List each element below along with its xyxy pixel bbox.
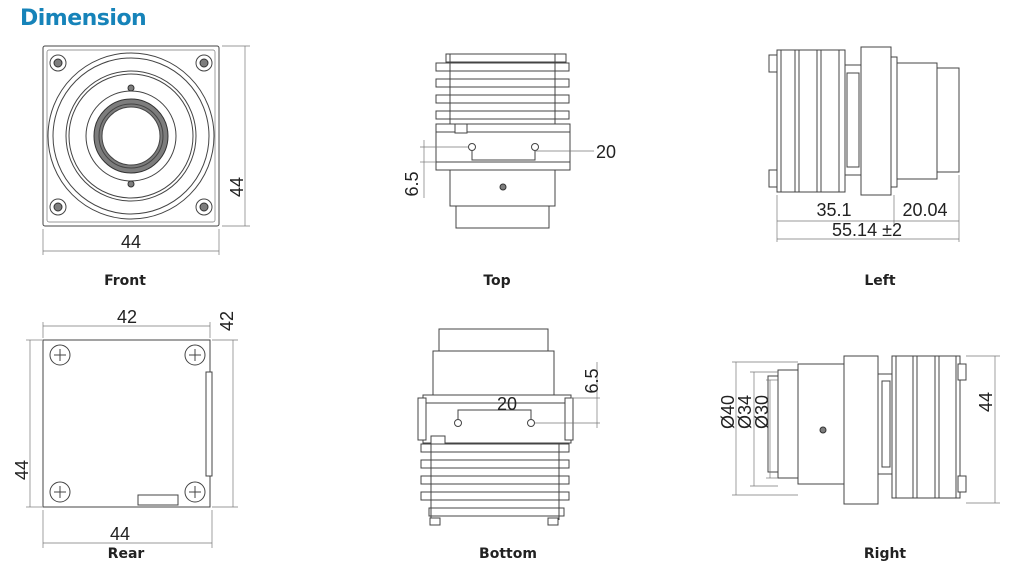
top-view: 20 6.5 Top bbox=[402, 53, 616, 289]
front-caption: Front bbox=[104, 273, 146, 289]
front-lens-glass bbox=[101, 106, 161, 166]
front-screws bbox=[49, 54, 213, 216]
left-view: 35.1 20.04 55.14 ±2 Left bbox=[768, 46, 960, 289]
rear-inner-height-label: 42 bbox=[217, 311, 237, 331]
left-lens-label: 20.04 bbox=[902, 200, 947, 220]
bottom-caption: Bottom bbox=[479, 546, 537, 562]
rear-caption: Rear bbox=[108, 546, 145, 562]
right-lens bbox=[777, 369, 799, 479]
left-lens bbox=[896, 62, 938, 180]
right-d30-label: Ø30 bbox=[752, 395, 772, 429]
top-caption: Top bbox=[483, 273, 510, 289]
right-heatsink bbox=[891, 355, 961, 499]
left-total-label: 55.14 ±2 bbox=[832, 220, 902, 240]
right-height-label: 44 bbox=[976, 392, 996, 412]
bottom-spacing-label: 20 bbox=[497, 394, 517, 414]
top-spacing-label: 20 bbox=[596, 142, 616, 162]
rear-screws bbox=[49, 344, 206, 503]
front-view: 44 44 Front bbox=[42, 45, 250, 289]
left-caption: Left bbox=[864, 273, 896, 289]
right-view: Ø40 Ø34 Ø30 44 Right bbox=[718, 355, 1000, 562]
left-heatsink bbox=[776, 49, 846, 193]
right-d34-label: Ø34 bbox=[735, 395, 755, 429]
rear-width-label: 44 bbox=[110, 524, 130, 544]
page-title: Dimension bbox=[20, 6, 147, 31]
bottom-view: 20 6.5 Bottom bbox=[417, 328, 602, 562]
rear-height-label: 44 bbox=[12, 460, 32, 480]
right-d40-label: Ø40 bbox=[718, 395, 738, 429]
left-body-label: 35.1 bbox=[816, 200, 851, 220]
front-height-label: 44 bbox=[227, 177, 247, 197]
front-width-label: 44 bbox=[121, 232, 141, 252]
top-offset-label: 6.5 bbox=[402, 171, 422, 196]
bottom-lens-barrel bbox=[432, 350, 555, 396]
right-body bbox=[843, 355, 879, 505]
right-caption: Right bbox=[864, 546, 907, 562]
rear-inner-width-label: 42 bbox=[117, 307, 137, 327]
rear-housing bbox=[42, 339, 211, 508]
rear-view: 42 42 44 44 Rear bbox=[12, 307, 238, 562]
bottom-offset-label: 6.5 bbox=[582, 368, 602, 393]
left-body bbox=[860, 46, 892, 196]
rear-connector bbox=[137, 494, 179, 506]
